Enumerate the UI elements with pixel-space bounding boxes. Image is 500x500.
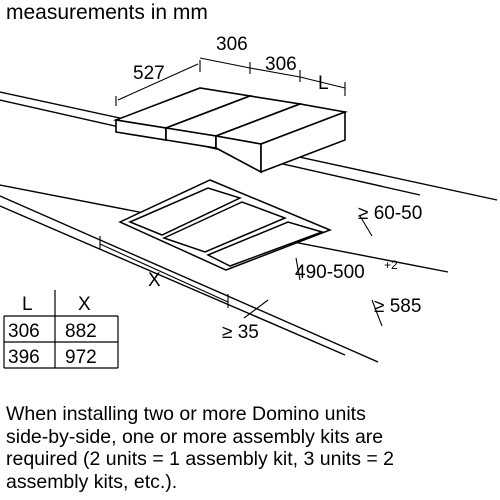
dim-line-x <box>99 243 229 303</box>
table-header-l: L <box>22 294 33 315</box>
cutout-hob-1 <box>128 187 243 236</box>
heading: measurements in mm <box>6 1 208 24</box>
note-line: required (2 units = 1 assembly kit, 3 un… <box>6 448 395 470</box>
dim-line-depth <box>117 63 199 101</box>
label-rear-clearance: ≥ 60-50 <box>358 203 422 224</box>
lower-worktop-edge-front <box>0 195 379 363</box>
dim-line-cutout-depth <box>295 257 301 281</box>
table-header-x: X <box>78 294 91 315</box>
label-cutout-width: X <box>148 270 161 291</box>
label-depth: 527 <box>133 63 165 84</box>
table-cell: 396 <box>8 347 40 368</box>
table-cell: 306 <box>8 321 40 342</box>
dim-line-front-clearance <box>243 299 269 319</box>
cutout-dimension-lines <box>99 215 383 327</box>
table-cell: 972 <box>65 347 97 368</box>
installation-note: When installing two or more Domino units… <box>6 403 498 493</box>
table-cell: 882 <box>65 321 97 342</box>
label-width-1: 306 <box>216 34 248 55</box>
dim-line-width-1 <box>199 57 251 69</box>
cutout-hob-3 <box>206 221 325 267</box>
dim-line-width-l <box>299 76 346 89</box>
label-width-l: L <box>318 73 329 94</box>
note-line: side-by-side, one or more assembly kits … <box>6 425 384 448</box>
cutout-outline <box>118 179 333 271</box>
lower-worktop-edge-back <box>0 205 346 356</box>
label-width-2: 306 <box>265 54 297 75</box>
dim-line-rear-clearance <box>359 215 373 237</box>
cutout-hob-2 <box>161 201 288 253</box>
hob-units <box>112 87 348 174</box>
note-line: assembly kits, etc.). <box>6 470 178 493</box>
dim-line-counter-depth <box>371 299 383 327</box>
label-front-clearance: ≥ 35 <box>222 322 259 343</box>
note-line: When installing two or more Domino units <box>6 403 366 425</box>
dimension-table: L X 306 882 396 972 <box>3 290 119 369</box>
label-cutout-depth-tolerance: +2 <box>384 258 398 272</box>
cutout <box>118 179 333 271</box>
dim-line-width-2 <box>249 67 301 78</box>
hob-dimension-lines <box>115 57 346 106</box>
label-counter-depth: ≥ 585 <box>374 296 421 317</box>
label-cutout-depth: 490-500 <box>295 262 365 283</box>
hob-unit-3 <box>213 103 348 174</box>
